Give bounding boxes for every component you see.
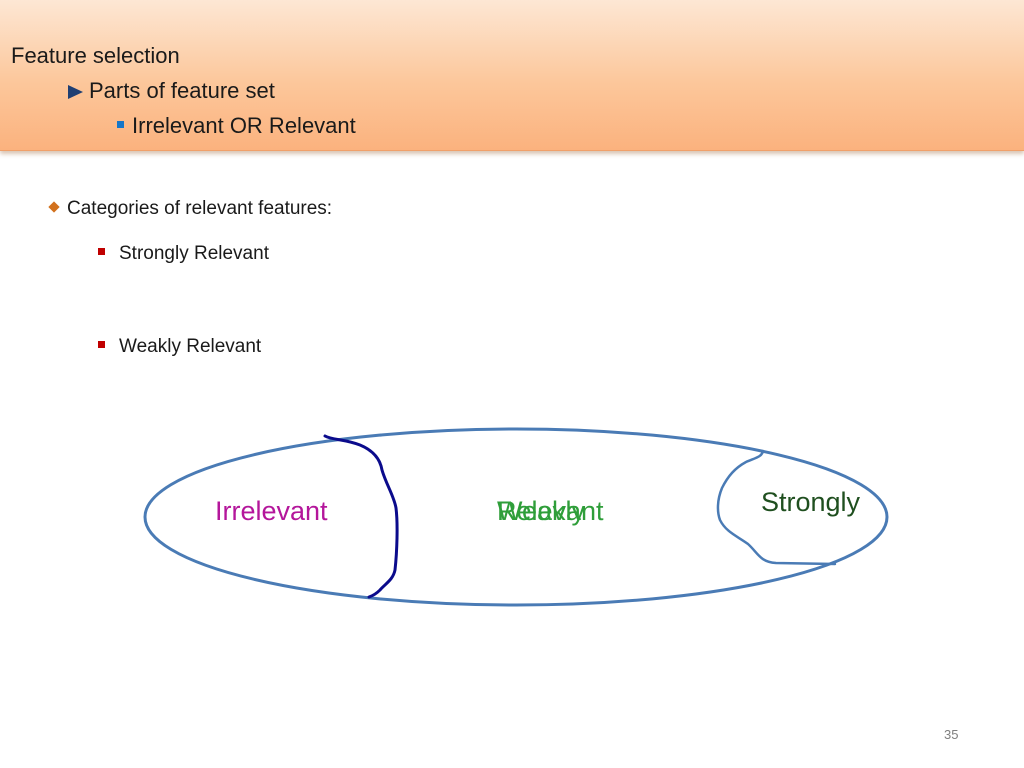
header-level3-text: Irrelevant OR Relevant (132, 113, 356, 138)
weakly-label: Weakly (497, 496, 586, 526)
irrelevant-label: Irrelevant (215, 496, 328, 526)
sub-bullet-strongly: Strongly Relevant (98, 243, 269, 265)
header-title: Feature selection (11, 43, 180, 68)
red-square-bullet-icon (98, 248, 105, 255)
main-bullet-text: Categories of relevant features: (67, 198, 333, 219)
red-square-bullet-icon (98, 341, 105, 348)
triangle-bullet-icon (68, 85, 83, 99)
header-level3: Irrelevant OR Relevant (117, 113, 356, 139)
strongly-label: Strongly (761, 487, 861, 517)
header-level2: Parts of feature set (68, 78, 275, 104)
sub-bullet-weakly-text: Weakly Relevant (119, 336, 262, 357)
irrelevant-divider-curve (323, 434, 399, 599)
strongly-region-curve (716, 449, 837, 566)
slide-header: Feature selection Parts of feature set I… (0, 0, 1024, 151)
header-level2-text: Parts of feature set (89, 78, 275, 103)
sub-bullet-strongly-text: Strongly Relevant (119, 243, 269, 264)
relevant-label: Relevant (497, 496, 604, 526)
square-bullet-icon (117, 121, 124, 128)
main-bullet: Categories of relevant features: (48, 198, 333, 220)
feature-set-ellipse (143, 427, 889, 607)
sub-bullet-weakly: Weakly Relevant (98, 336, 261, 358)
page-number: 35 (944, 727, 959, 742)
